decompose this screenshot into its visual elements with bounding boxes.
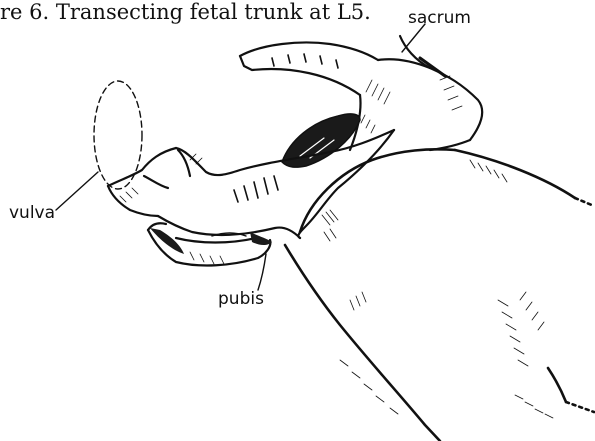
pubis-label: pubis: [218, 289, 264, 309]
pelvic-striations: [234, 176, 278, 202]
pubic-ramus: [148, 223, 270, 265]
vulva-leader: [56, 172, 98, 210]
sacral-foramina: [272, 54, 338, 68]
vulva-label: vulva: [9, 203, 55, 223]
trunk-shading: [322, 160, 553, 418]
leader-lines: [56, 24, 425, 290]
pelvic-bone: [108, 130, 394, 238]
pubis-leader: [258, 254, 266, 290]
sacrum-leader: [402, 24, 425, 52]
sacrum-bone: [240, 36, 482, 150]
fetal-trunk: [285, 149, 594, 441]
sacrum-label: sacrum: [408, 8, 471, 28]
sacrum-shading: [361, 76, 462, 133]
